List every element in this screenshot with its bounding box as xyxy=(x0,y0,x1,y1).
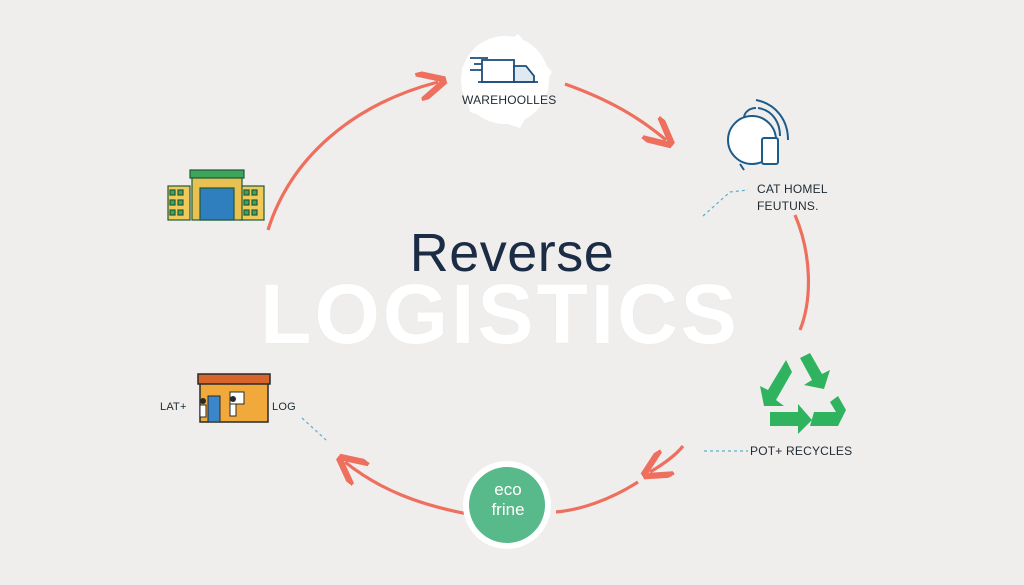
smart-device-icon xyxy=(727,99,789,171)
arrow-to-eco-upper xyxy=(650,444,685,472)
store-left-label: LAT+ xyxy=(160,401,187,413)
truck-icon xyxy=(470,57,538,83)
dash-store xyxy=(301,417,327,441)
storefront-icon xyxy=(197,373,271,423)
customer-label-line1: CAT HOMEL xyxy=(757,182,828,196)
title-reverse: Reverse xyxy=(409,223,615,283)
eco-badge-label: eco frine xyxy=(470,480,546,520)
store-right-label: LOG xyxy=(272,401,296,413)
eco-badge-icon xyxy=(469,467,545,543)
recycle-icon xyxy=(760,353,846,434)
warehouse-icon xyxy=(167,169,265,221)
title-logistics: LOGISTICS xyxy=(260,267,740,361)
recycle-label: POT+ RECYCLES xyxy=(750,444,853,458)
arrow-to-warehouse xyxy=(266,82,438,231)
dash-customer xyxy=(702,189,749,217)
customer-label-line2: FEUTUNS. xyxy=(757,199,819,213)
arrow-to-customer xyxy=(564,82,666,140)
arrow-to-eco-lower xyxy=(555,480,639,514)
eco-line1: eco xyxy=(494,480,522,499)
arrow-to-store xyxy=(345,462,469,516)
arrow-right-arc xyxy=(793,214,811,331)
eco-line2: frine xyxy=(491,500,525,519)
warehouse-label: WAREHOOLLES xyxy=(462,93,557,107)
